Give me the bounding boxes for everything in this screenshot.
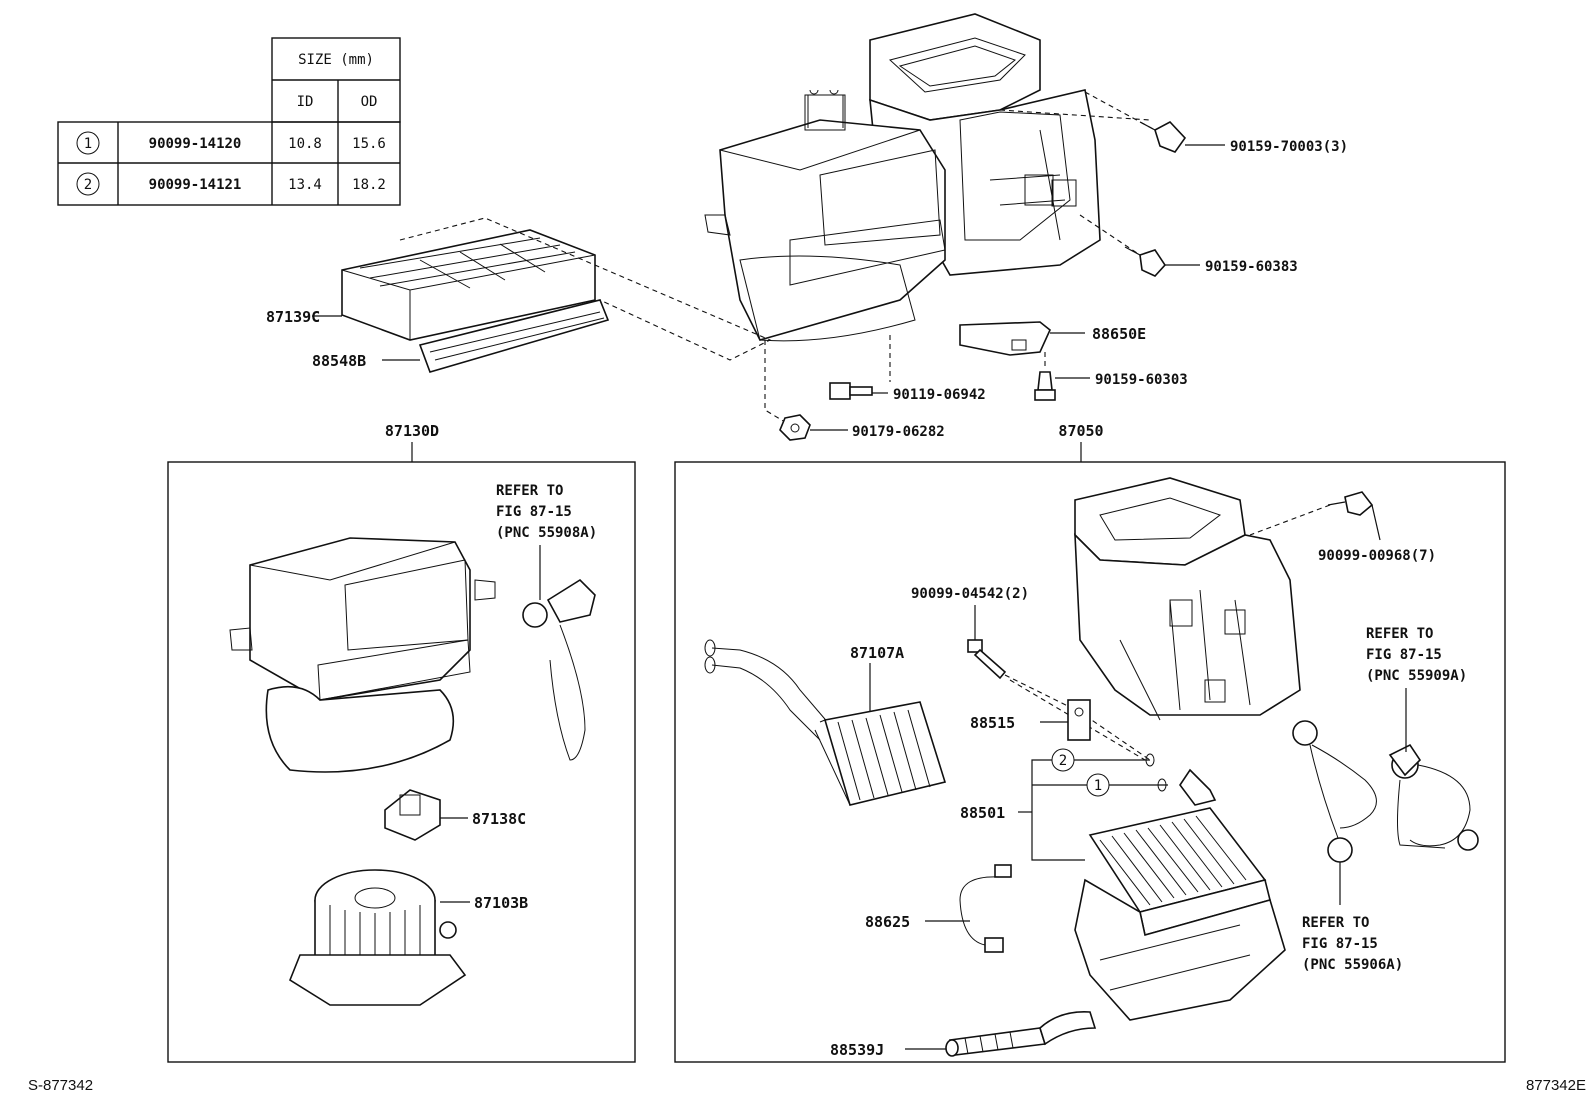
row-1-part: 90099-14120 xyxy=(149,136,242,152)
id-header: ID xyxy=(297,94,314,110)
connector-88650E xyxy=(959,321,1051,356)
size-header: SIZE (mm) xyxy=(298,52,374,68)
ref-right-line3: (PNC 55909A) xyxy=(1366,668,1467,684)
label-87050: 87050 xyxy=(1058,422,1103,440)
corner-id-right: 877342E xyxy=(1526,1077,1586,1094)
actuator-55909A xyxy=(1388,743,1479,851)
drain-hose-88539J xyxy=(945,1011,1097,1057)
evaporator-88501 xyxy=(1074,753,1286,1021)
label-90159-60383: 90159-60383 xyxy=(1205,259,1298,275)
mark-circle-1 xyxy=(76,131,100,155)
oring-1-text: 1 xyxy=(1094,778,1102,794)
ref-left-line3: (PNC 55908A) xyxy=(496,525,597,541)
label-90099-04542: 90099-04542(2) xyxy=(911,586,1029,602)
expansion-valve-88515 xyxy=(1067,699,1091,741)
group-box-87130D xyxy=(167,461,636,1063)
screw-90099-04542 xyxy=(967,639,1007,680)
label-90179-06282: 90179-06282 xyxy=(852,424,945,440)
heater-core-87107A xyxy=(704,639,947,806)
label-87138C: 87138C xyxy=(472,810,526,828)
bolt-90119-06942 xyxy=(829,382,873,400)
row-2-od: 18.2 xyxy=(352,177,386,193)
blower-motor-87103B xyxy=(289,869,467,1006)
screw-90159-60383 xyxy=(1124,246,1167,277)
size-table: SIZE (mm) ID OD 1 90099-14120 10.8 15.6 … xyxy=(57,37,401,206)
heater-housing-87050 xyxy=(1074,477,1301,721)
ref-right-line2: FIG 87-15 xyxy=(1366,647,1442,663)
actuator-55906A xyxy=(1292,720,1377,863)
row-2-part: 90099-14121 xyxy=(149,177,242,193)
mark-circle-2 xyxy=(76,172,100,196)
label-88625: 88625 xyxy=(865,913,910,931)
row-1-mark: 1 xyxy=(84,136,92,152)
screw-90159-70003 xyxy=(1139,121,1187,153)
label-87103B: 87103B xyxy=(474,894,528,912)
label-87139C: 87139C xyxy=(266,308,320,326)
ref-bottom-line1: REFER TO xyxy=(1302,915,1369,931)
ref-left-line2: FIG 87-15 xyxy=(496,504,572,520)
label-88539J: 88539J xyxy=(830,1041,884,1059)
label-87107A: 87107A xyxy=(850,644,904,662)
actuator-55908A xyxy=(522,578,596,761)
bolt-90099-00968 xyxy=(1327,491,1374,516)
row-2-mark: 2 xyxy=(84,177,92,193)
label-88548B: 88548B xyxy=(312,352,366,370)
filter-frame-88548B xyxy=(418,299,610,373)
label-88515: 88515 xyxy=(970,714,1015,732)
thermistor-88625 xyxy=(959,864,1012,953)
label-90099-00968: 90099-00968(7) xyxy=(1318,548,1436,564)
filter-87139C xyxy=(341,229,596,341)
label-87130D: 87130D xyxy=(385,422,439,440)
nut-90179-06282 xyxy=(779,414,811,441)
row-2-id: 13.4 xyxy=(288,177,322,193)
ref-right-line1: REFER TO xyxy=(1366,626,1433,642)
oring-2-text: 2 xyxy=(1059,753,1067,769)
label-90119-06942: 90119-06942 xyxy=(893,387,986,403)
blower-housing-87130D xyxy=(229,537,496,773)
ref-bottom-line3: (PNC 55906A) xyxy=(1302,957,1403,973)
group-box-87050 xyxy=(674,461,1506,1063)
row-1-id: 10.8 xyxy=(288,136,322,152)
hvac-unit-assembly xyxy=(704,13,1101,342)
label-90159-70003: 90159-70003(3) xyxy=(1230,139,1348,155)
label-90159-60303: 90159-60303 xyxy=(1095,372,1188,388)
corner-id-left: S-877342 xyxy=(28,1077,93,1094)
resistor-87138C xyxy=(384,789,441,841)
ref-left-line1: REFER TO xyxy=(496,483,563,499)
label-88501: 88501 xyxy=(960,804,1005,822)
od-header: OD xyxy=(361,94,378,110)
label-88650E: 88650E xyxy=(1092,325,1146,343)
row-1-od: 15.6 xyxy=(352,136,386,152)
ref-bottom-line2: FIG 87-15 xyxy=(1302,936,1378,952)
screw-90159-60303 xyxy=(1034,371,1056,401)
